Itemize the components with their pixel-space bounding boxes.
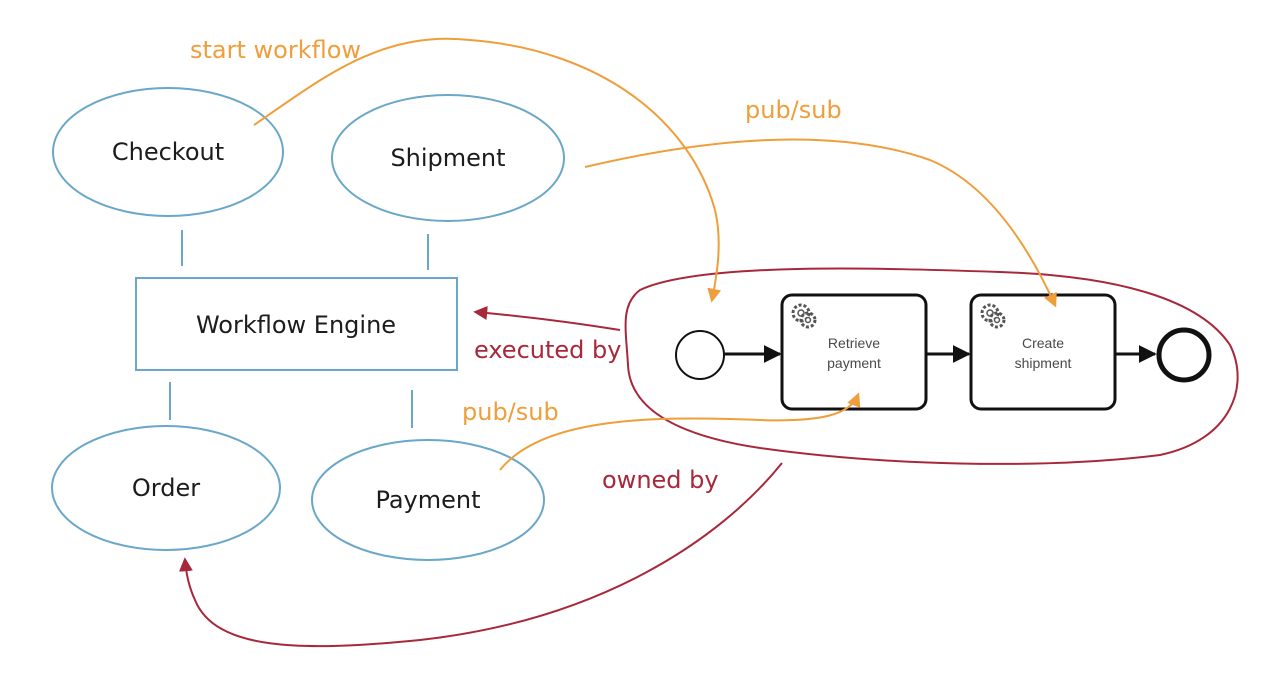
payment-label: Payment <box>375 486 480 514</box>
label-pubsub-bottom: pub/sub <box>462 398 559 426</box>
checkout-service <box>52 87 284 217</box>
arrow-executed-by <box>473 306 621 331</box>
checkout-label: Checkout <box>112 138 224 166</box>
workflow-engine-label: Workflow Engine <box>196 311 396 339</box>
end-event <box>1156 327 1212 383</box>
task-create-shipment <box>969 293 1117 411</box>
label-executed-by: executed by <box>474 336 621 364</box>
process-boundary <box>624 267 1239 465</box>
task2-label-line2: shipment <box>1015 355 1072 371</box>
task1-label-line1: Retrieve <box>828 335 880 351</box>
task-retrieve-payment <box>780 293 928 411</box>
arrow-pubsub-shipment <box>584 138 1057 308</box>
label-pubsub-top: pub/sub <box>745 96 842 124</box>
task1-label-line2: payment <box>827 355 881 371</box>
arrow-owned-by <box>178 462 783 648</box>
arrow-start-workflow <box>253 37 722 303</box>
label-start-workflow: start workflow <box>190 36 361 64</box>
workflow-engine-box <box>135 277 458 371</box>
label-owned-by: owned by <box>602 466 719 494</box>
order-service <box>51 425 281 551</box>
payment-service <box>311 439 545 561</box>
start-event <box>675 330 725 380</box>
gear-icon <box>980 303 1006 329</box>
shipment-service <box>331 94 565 222</box>
task2-label-line1: Create <box>1022 335 1064 351</box>
order-label: Order <box>132 474 200 502</box>
gear-icon <box>791 303 817 329</box>
arrow-pubsub-payment <box>499 392 861 471</box>
shipment-label: Shipment <box>390 144 505 172</box>
